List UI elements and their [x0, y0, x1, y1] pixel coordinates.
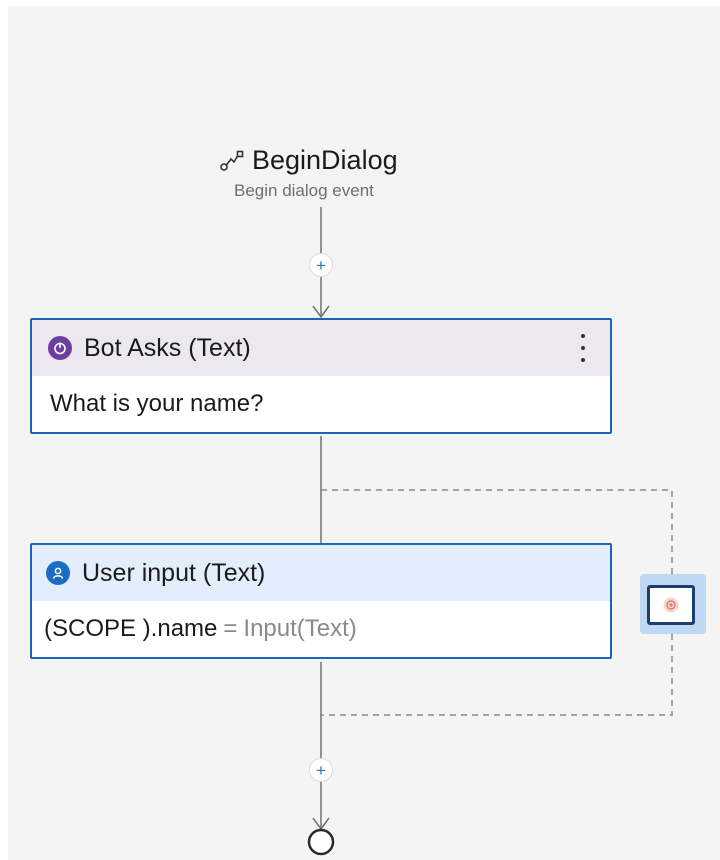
bot-icon [48, 336, 72, 360]
user-input-header[interactable]: User input (Text) [32, 545, 610, 601]
bot-asks-title: Bot Asks (Text) [84, 333, 251, 362]
trigger-branch-icon [218, 146, 246, 174]
loop-target-node[interactable] [640, 574, 706, 634]
user-input-title: User input (Text) [82, 558, 266, 587]
bot-asks-body: What is your name? [32, 376, 610, 432]
end-node-icon [307, 828, 335, 856]
target-icon [663, 597, 679, 613]
user-input-body: (SCOPE ).name = Input(Text) [32, 601, 610, 657]
property-name: (SCOPE ).name [44, 615, 218, 642]
add-action-button[interactable]: + [309, 253, 333, 277]
more-options-icon[interactable] [578, 334, 588, 362]
trigger-subtitle: Begin dialog event [234, 181, 374, 200]
user-input-card[interactable]: User input (Text) (SCOPE ).name = Input(… [30, 543, 612, 659]
assignment-operator: = [223, 615, 238, 642]
connector-arrow [312, 305, 330, 319]
bot-asks-header[interactable]: Bot Asks (Text) [32, 320, 610, 376]
add-action-button[interactable]: + [309, 758, 333, 782]
bot-asks-card[interactable]: Bot Asks (Text) What is your name? [30, 318, 612, 434]
trigger-title: BeginDialog [252, 144, 398, 175]
input-expression: Input(Text) [243, 615, 357, 642]
user-icon [46, 561, 70, 585]
trigger-header[interactable]: BeginDialog [218, 140, 478, 180]
